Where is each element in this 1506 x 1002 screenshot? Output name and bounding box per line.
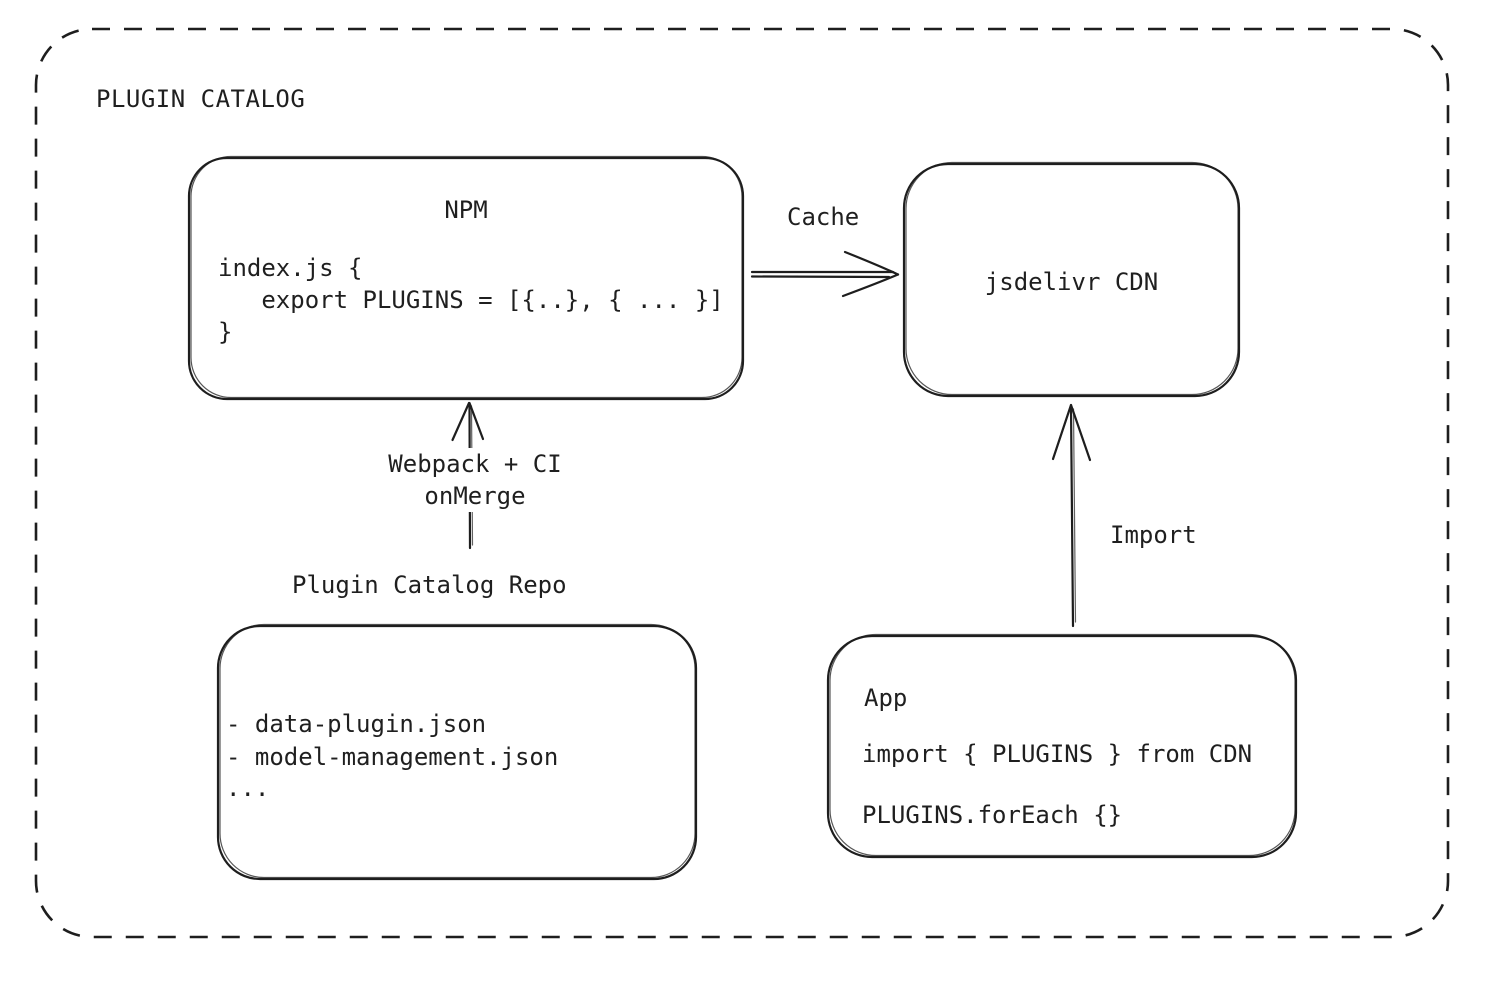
app-box	[826, 633, 1298, 859]
npm-code-line-3: }	[218, 318, 233, 346]
cache-arrow	[750, 250, 900, 298]
npm-box	[187, 155, 745, 401]
build-arrow-label-line-2: onMerge	[360, 480, 590, 512]
repo-file-3: ...	[226, 774, 270, 802]
npm-title: NPM	[444, 196, 488, 224]
plugin-catalog-frame	[34, 27, 1450, 939]
repo-label: Plugin Catalog Repo	[292, 571, 567, 599]
app-title: App	[864, 684, 908, 712]
diagram-title: PLUGIN CATALOG	[96, 85, 306, 113]
build-arrow-label-line-1: Webpack + CI	[330, 448, 620, 480]
app-code-line-2: PLUGINS.forEach {}	[862, 801, 1123, 829]
cdn-box	[902, 161, 1241, 398]
app-code-line-1: import { PLUGINS } from CDN	[862, 740, 1253, 768]
repo-file-2: - model-management.json	[226, 743, 559, 771]
import-arrow	[1051, 403, 1092, 628]
cache-arrow-label: Cache	[787, 203, 860, 231]
repo-box	[216, 623, 698, 881]
npm-code-line-2: export PLUGINS = [{..}, { ... }]	[218, 286, 724, 314]
repo-file-1: - data-plugin.json	[226, 710, 487, 738]
import-arrow-label: Import	[1110, 521, 1197, 549]
npm-code-line-1: index.js {	[218, 254, 363, 282]
cdn-label: jsdelivr CDN	[984, 268, 1159, 296]
